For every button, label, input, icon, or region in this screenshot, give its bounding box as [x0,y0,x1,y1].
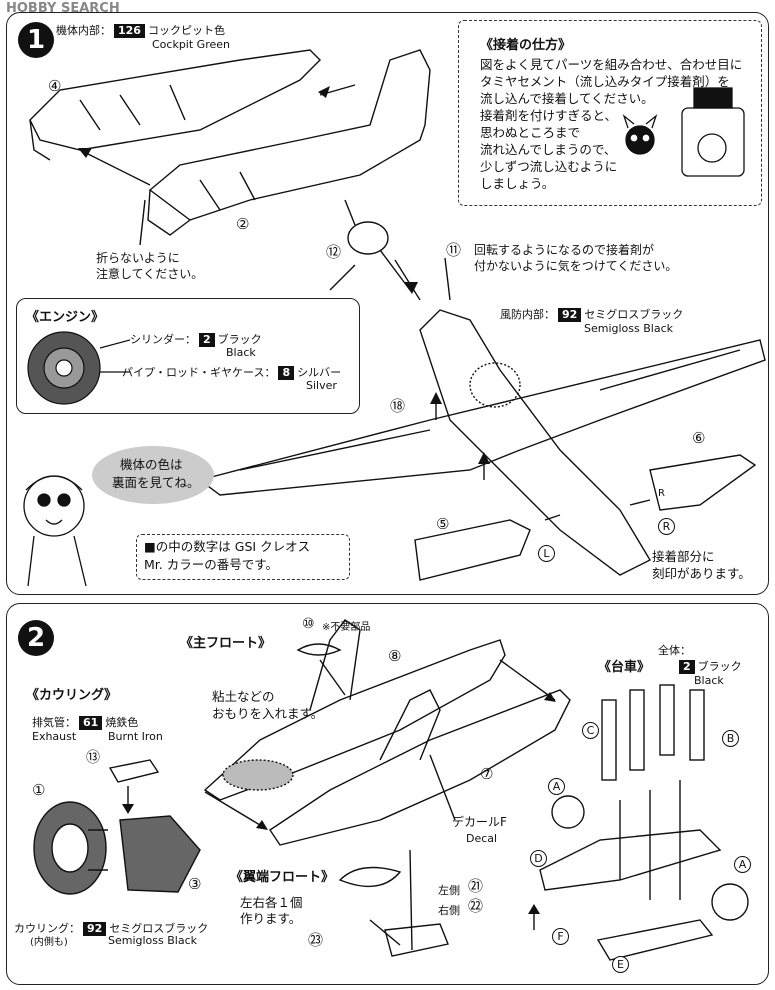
cart-part-D: D [530,850,547,867]
glue-heading: 《接着の仕方》 [480,38,572,53]
part-18: ⑱ [390,397,406,415]
part-22: ㉒ [468,897,484,915]
part-13: ⑬ [86,750,100,766]
weight-note-line2: おもりを入れます。 [212,706,324,721]
engine-pipe-en: Silver [306,379,337,392]
cart-part-C: C [582,722,599,739]
part-11: ⑪ [446,241,462,259]
step1-number: 1 [18,22,54,58]
fold-caution-line2: 注意してください。 [96,267,204,281]
part-2: ② [236,215,250,233]
glue-text-6: 流れ込んでしまうので、 [480,142,617,157]
unused-note: ※不要部品 [322,622,371,633]
cart-part-E: E [612,956,629,973]
weight-note-line1: 粘土などの [212,689,275,704]
engine-heading: 《エンジン》 [26,310,105,325]
decal-jp: デカールF [452,815,507,829]
part-4: ④ [48,77,62,95]
part-1: ① [32,781,46,799]
cart-heading: 《台車》 [598,660,651,675]
engine-cylinder-en: Black [226,346,256,359]
part-10: ⑩ [302,616,315,632]
cowling-en: Semigloss Black [108,934,198,947]
wingtip-heading: 《翼端フロート》 [230,870,335,885]
cart-part-A1: A [548,778,565,795]
part-23: ㉓ [308,931,324,949]
part-21: ㉑ [468,877,484,895]
cart-color-en: Black [694,674,724,687]
part-3: ③ [188,875,202,893]
glue-text-7: 少しずつ流し込むように [480,159,618,174]
color-number-note-box [136,534,350,580]
wingtip-note-line1: 左右各１個 [240,895,303,910]
part-5: ⑤ [436,515,450,533]
part-L-mark: L [538,545,555,562]
glue-text-8: しましょう。 [480,176,555,191]
speech-bubble [92,446,214,504]
glue-text-1: 図をよく見てパーツを組み合わせ、合わせ目に [480,57,743,72]
cart-part-B: B [722,730,739,747]
part-8: ⑧ [388,647,402,665]
cart-part-A2: A [734,856,751,873]
exhaust-en: Exhaust [32,730,77,743]
mark-note-line1: 接着部分に [652,549,715,564]
part-12: ⑫ [326,243,342,261]
watermark: HOBBY SEARCH [6,1,120,16]
left-side-label: 左側 [438,884,460,897]
step1-panel [6,12,769,595]
bubble-line2: 裏面を見てね。 [112,475,200,490]
cockpit-color-code: 126 [114,24,145,38]
fold-caution-line1: 折らないように [96,251,180,265]
glue-text-2: タミヤセメント（流し込みタイプ接着剤）を [480,74,730,89]
rotate-note-line1: 回転するようになるので接着剤が [474,243,655,257]
main-float-heading: 《主フロート》 [180,636,272,651]
glue-text-3: 流し込んで接着してください。 [480,91,654,106]
engine-box [16,298,360,414]
step2-number: 2 [18,620,54,656]
cart-all-label: 全体： [658,644,691,657]
part-6: ⑥ [692,429,706,447]
note-line1: ■の中の数字は GSI クレオス [144,539,311,554]
glue-instructions-box [458,20,762,206]
wingtip-note-line2: 作ります。 [240,911,302,926]
exhaust-color-en: Burnt Iron [108,730,163,743]
rotate-note-line2: 付かないように気をつけてください。 [474,259,678,273]
windshield-en: Semigloss Black [584,322,674,335]
cowling-heading: 《カウリング》 [26,688,118,703]
right-side-label: 右側 [438,904,460,917]
cart-part-F: F [552,928,569,945]
glue-text-4: 接着剤を付けすぎると、 [480,108,618,123]
glue-text-5: 思わぬところまで [480,125,581,140]
cockpit-color-en: Cockpit Green [152,38,230,51]
bubble-line1: 機体の色は [120,457,183,472]
part-R-mark: R [658,518,675,535]
cowling-sub: (内側も) [30,937,68,948]
part-R-small: R [658,488,665,499]
part-7: ⑦ [480,765,494,783]
step2-panel [6,603,769,985]
decal-en: Decal [466,832,498,845]
note-line2: Mr. カラーの番号です。 [144,557,278,572]
mark-note-line2: 刻印があります。 [652,566,751,581]
